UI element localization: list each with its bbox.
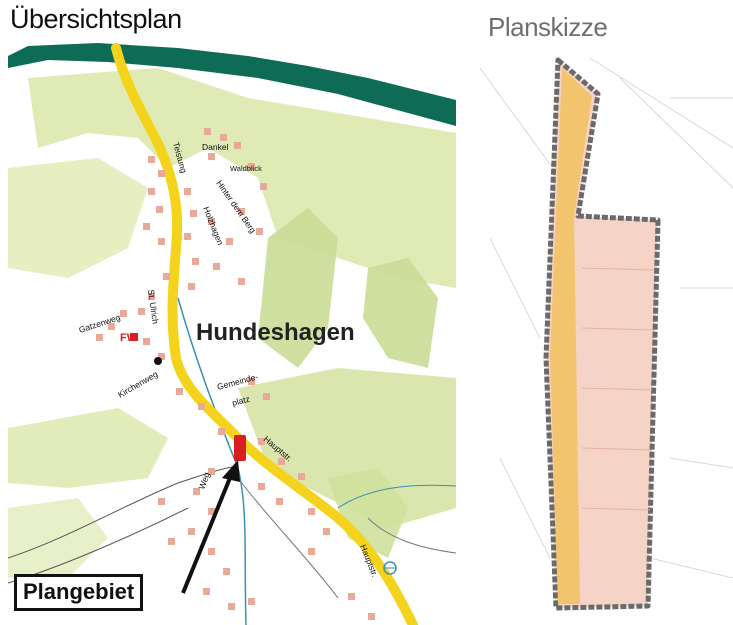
street-label: platz <box>231 394 251 408</box>
field-area <box>363 258 438 368</box>
plan-arrow <box>181 472 234 594</box>
plan-area-label: Plangebiet <box>14 574 144 611</box>
sketch-title: Planskizze <box>488 12 608 42</box>
field-area <box>328 468 408 558</box>
fw-label: FW <box>120 332 138 344</box>
street-label: Dankel <box>202 142 229 152</box>
overview-title: Übersichtsplan <box>10 4 182 34</box>
town-name: Hundeshagen <box>196 319 355 346</box>
field-area <box>8 158 148 278</box>
forest-strip <box>8 43 456 126</box>
sketch-orange-strip <box>550 68 592 604</box>
main-road <box>111 43 418 625</box>
street-label: Waldblick <box>230 164 262 173</box>
sketch-map <box>470 38 733 625</box>
field-area <box>258 208 338 368</box>
overview-map: Hundeshagen FW Teistung Dankel Waldblick… <box>8 38 456 625</box>
field-area <box>28 68 456 288</box>
houses <box>96 128 375 620</box>
field-area <box>238 368 456 528</box>
field-area <box>8 408 168 488</box>
plan-area-mark <box>234 435 246 461</box>
street-label: St. Ulrich <box>146 289 161 325</box>
